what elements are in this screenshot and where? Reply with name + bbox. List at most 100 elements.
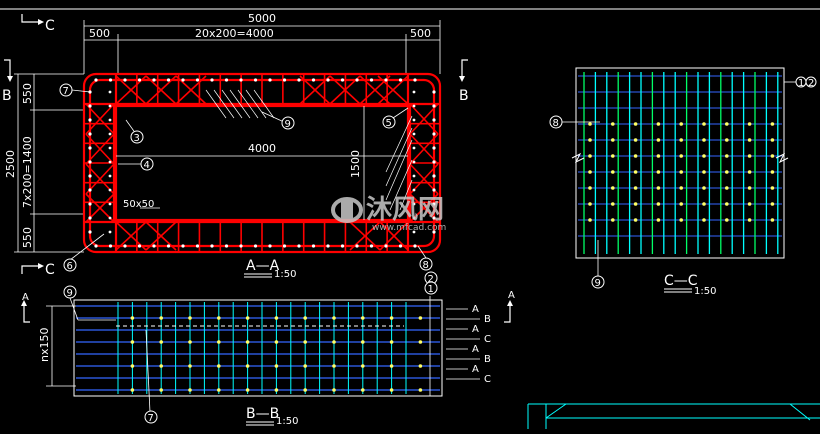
bar-dot <box>188 316 192 320</box>
bar-dot <box>108 230 112 234</box>
row-label: B <box>484 314 491 325</box>
bar-dot <box>94 244 98 248</box>
cc-bar-dot <box>633 218 638 222</box>
callout-leaders-cc <box>562 81 796 276</box>
callout-3: 3 <box>130 130 144 144</box>
bar-dot <box>274 388 279 392</box>
cc-bar-dot <box>679 122 683 126</box>
hatch-right <box>385 115 413 211</box>
dims-left <box>14 73 84 253</box>
bar-dot <box>108 90 112 94</box>
bar-dot <box>195 244 200 248</box>
callout-leaders-bb <box>69 296 431 413</box>
brace-top <box>377 75 409 105</box>
bar-dot <box>137 244 142 248</box>
cc-bar-dot <box>702 138 706 142</box>
red-stirrups <box>84 74 440 252</box>
cc-bar-dot <box>633 170 638 174</box>
bar-dot <box>188 388 192 392</box>
bar-dot <box>340 78 345 82</box>
cc-bar-dot <box>770 186 775 190</box>
bar-dot <box>195 78 200 82</box>
bar-dot <box>130 388 135 392</box>
bar-dot <box>332 316 336 320</box>
bar-dot <box>303 388 308 392</box>
callout-6-label: 6 <box>67 261 73 272</box>
section-marker-a-right: A <box>504 290 515 323</box>
bar-dot <box>88 118 92 122</box>
bar-dot <box>108 78 113 82</box>
bar-dot <box>432 188 436 192</box>
callout-1-cc-label: 1 <box>798 78 804 89</box>
bar-dot <box>303 364 308 368</box>
dim-bb-left <box>46 305 76 387</box>
bar-dot <box>274 364 279 368</box>
bar-dot <box>369 244 374 248</box>
cc-bar-dot <box>702 218 706 222</box>
view-title-aa: A—A <box>246 258 280 274</box>
cc-outline <box>575 67 785 259</box>
callout-9-bb: 9 <box>63 285 77 299</box>
dim-chamfer: 50x50 <box>123 199 154 210</box>
callout-8-cc-label: 8 <box>553 118 559 129</box>
section-cc: 8 9 1 2 C—C 1:50 <box>549 67 817 297</box>
callout-7-label: 7 <box>63 86 69 97</box>
bar-dot <box>108 146 112 150</box>
bar-dot <box>268 78 272 82</box>
marker-c-top-label: C <box>45 18 55 34</box>
marker-b-right-label: B <box>459 88 469 104</box>
dim-side-top: 550 <box>21 83 34 104</box>
dim-edge-left: 500 <box>89 27 110 40</box>
bar-dot <box>137 78 142 82</box>
bar-dot <box>355 244 359 248</box>
callout-2-cc-label: 2 <box>808 78 814 89</box>
bar-dot <box>181 244 185 248</box>
cc-bar-dot <box>656 122 661 126</box>
callout-2: 2 <box>424 271 438 285</box>
cc-bar-dot <box>770 138 775 142</box>
bar-dot <box>108 104 112 108</box>
marker-a-right-label: A <box>508 290 515 301</box>
bar-dot <box>369 78 374 82</box>
bar-dot <box>159 340 163 344</box>
bar-dot <box>210 78 214 82</box>
bar-dot <box>152 78 156 82</box>
bar-dot <box>432 230 436 234</box>
bar-dot <box>108 160 112 164</box>
cc-bar-dot <box>611 122 615 126</box>
brace-top <box>299 75 331 105</box>
view-title-bb: B—B <box>246 406 279 422</box>
bar-dot <box>389 388 394 392</box>
brace-top <box>175 75 207 105</box>
bar-dot <box>389 364 394 368</box>
callout-1-label: 1 <box>428 284 434 295</box>
dim-inner-height: 1500 <box>349 150 362 178</box>
callout-8-label: 8 <box>423 260 429 271</box>
brace-right <box>409 133 439 165</box>
dim-overall-width: 5000 <box>248 12 276 25</box>
bar-dot <box>268 244 272 248</box>
cc-bar-dot <box>770 218 775 222</box>
bar-dot <box>130 364 135 368</box>
watermark-url: www.mfcad.com <box>372 223 446 233</box>
bar-dot <box>361 316 365 320</box>
cc-bar-dot <box>656 154 661 158</box>
cc-bar-dot <box>725 202 729 206</box>
bar-dot <box>94 78 98 82</box>
dim-inner-width: 4000 <box>248 142 276 155</box>
cc-bar-dot <box>725 154 729 158</box>
bar-dot <box>188 364 192 368</box>
bar-dot <box>123 244 127 248</box>
bar-dot <box>432 216 436 220</box>
brace-bottom <box>349 221 381 251</box>
dim-spacing-side: 7x200=1400 <box>21 136 34 208</box>
cc-bar-dot <box>702 154 706 158</box>
bar-dot <box>418 340 423 344</box>
callout-9-cc: 9 <box>591 275 605 289</box>
bar-dot <box>224 78 229 82</box>
cc-bar-dot <box>656 170 661 174</box>
bar-dot <box>384 78 388 82</box>
bar-dot <box>166 78 171 82</box>
bar-dot <box>123 78 127 82</box>
row-label: A <box>472 344 479 355</box>
